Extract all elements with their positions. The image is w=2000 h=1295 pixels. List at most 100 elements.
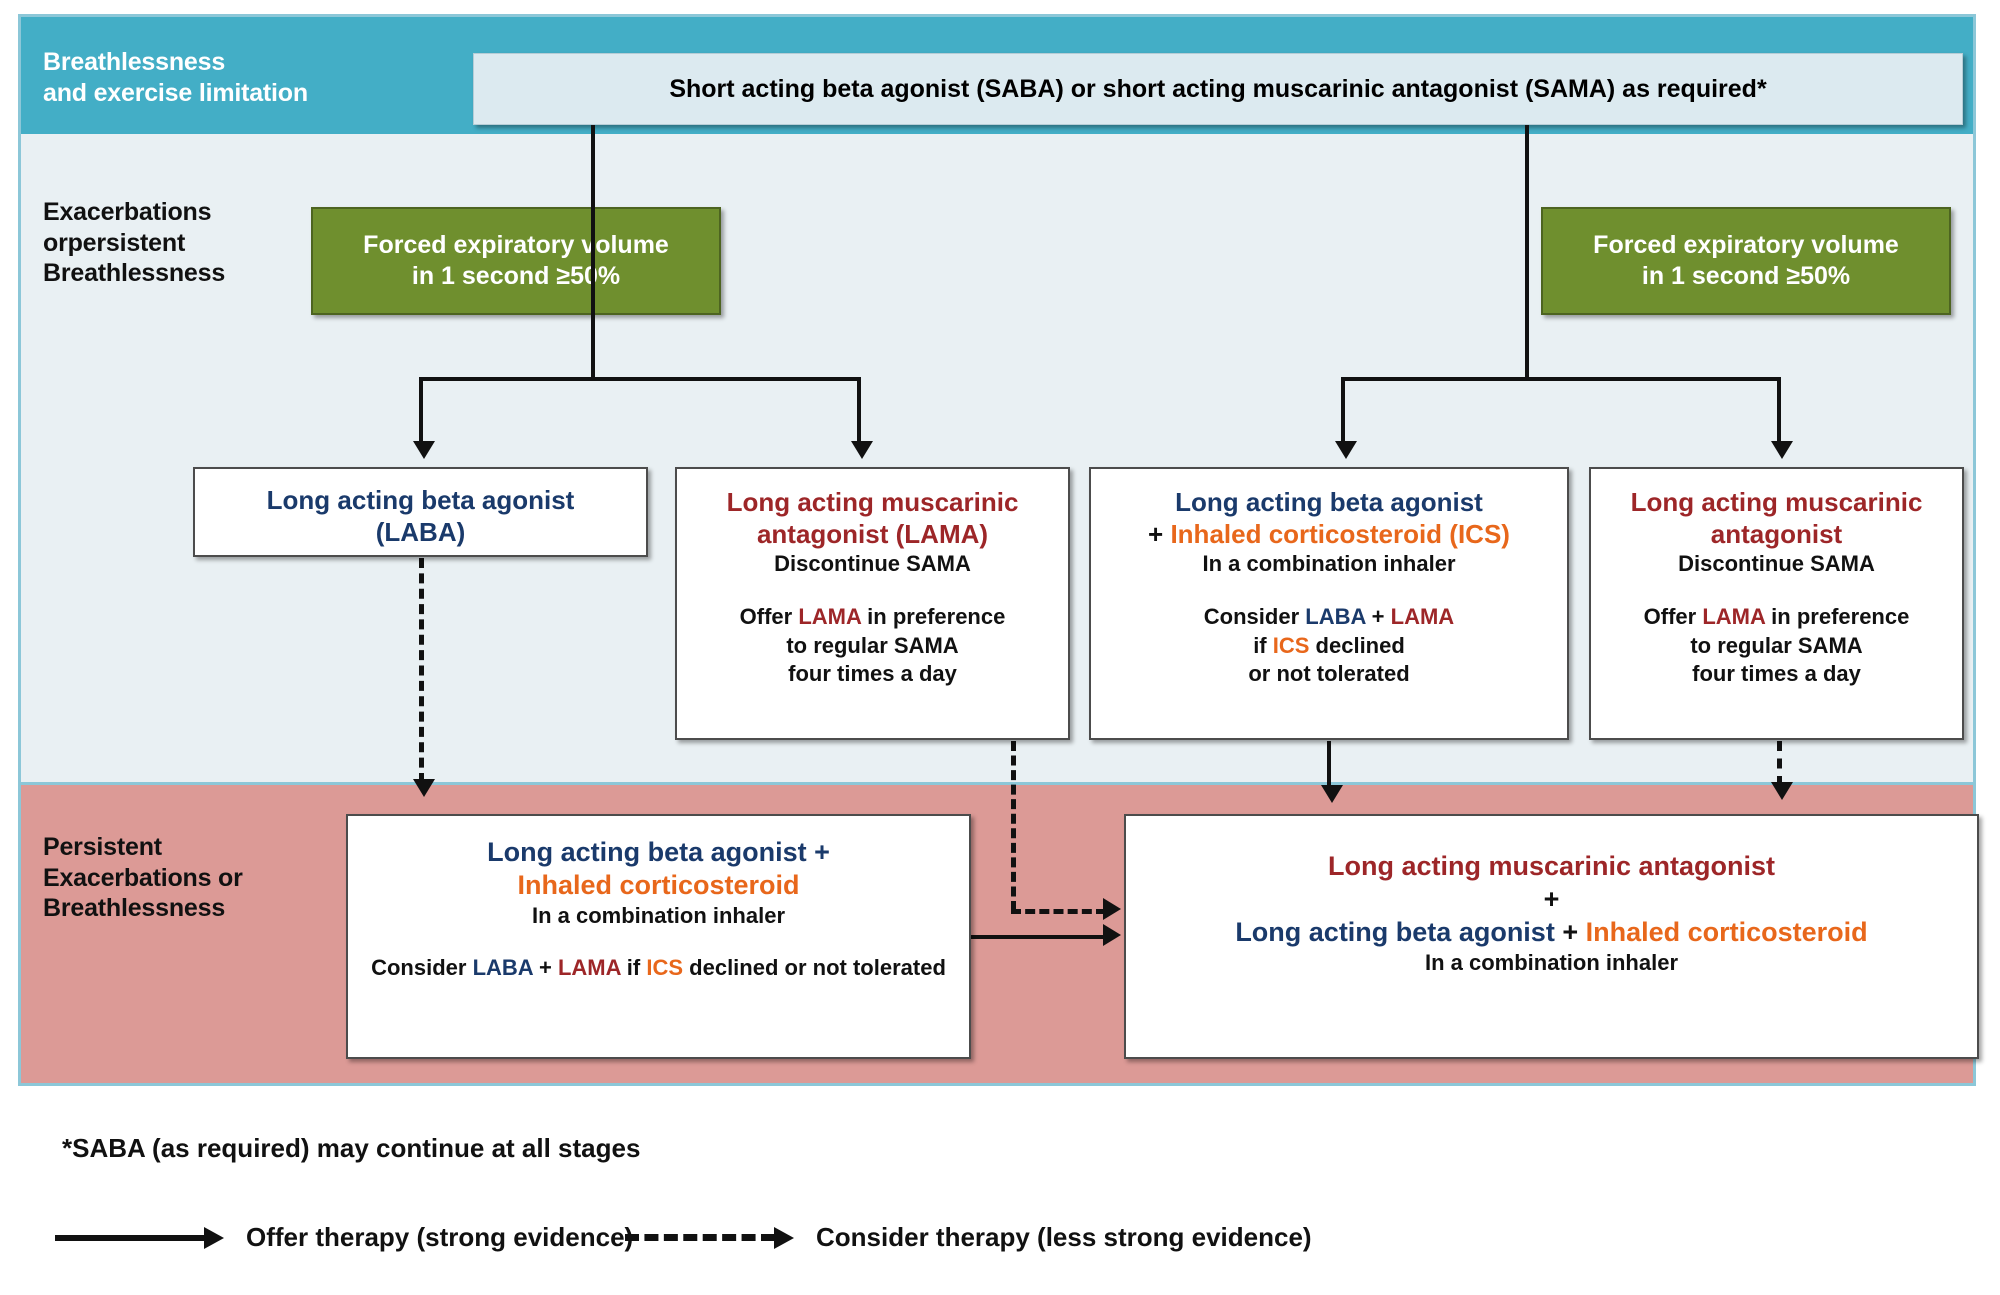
ics-token: Inhaled corticosteroid (1585, 916, 1868, 947)
node-lama2-sub-2: Offer LAMA in preference (1591, 603, 1962, 632)
ics-token: ICS (1272, 632, 1310, 658)
node-lama2-title-line-2: antagonist (1710, 518, 1843, 549)
consider-prefix: Consider (1203, 604, 1306, 630)
connector-to-lama (857, 377, 861, 445)
arrowhead-to-laba-ics (1335, 441, 1357, 459)
node-laba-ics-title-line-2: + Inhaled corticosteroid (ICS) (1091, 519, 1567, 551)
band-label-exacerbations: Exacerbations orpersistent Breathlessnes… (43, 197, 293, 289)
node-laba-ics-consider-line: Consider LABA + LAMA (1091, 603, 1567, 632)
node-laba-ics[interactable]: Long acting beta agonist + Inhaled corti… (1089, 467, 1569, 740)
plus-token: + (1554, 916, 1586, 947)
declined-token: declined or not (683, 955, 847, 981)
connector-lama-dashed-right (1011, 909, 1106, 914)
band-label-line-2: orpersistent (43, 228, 186, 257)
if-token: if (620, 955, 647, 981)
node-lama2-sub-4: four times a day (1692, 661, 1861, 687)
node-saba[interactable]: Short acting beta agonist (SABA) or shor… (473, 53, 1963, 125)
band-label-line-3: Breathlessness (43, 894, 226, 922)
laba-token: LABA (1305, 604, 1366, 630)
node-fev1-left[interactable]: Forced expiratory volume in 1 second ≥50… (311, 207, 721, 315)
legend-item-consider: Consider therapy (less strong evidence) (625, 1222, 1312, 1253)
node-lama2-lama-token: LAMA (1702, 604, 1766, 630)
fev1-left-line-1: Forced expiratory volume (363, 230, 669, 259)
node-lama2-offer-suffix: in preference (1765, 604, 1910, 630)
plus-sign: + (1148, 518, 1171, 549)
arrowhead-lama2-dashed (1771, 782, 1793, 800)
connector-left-split-bar (419, 377, 861, 381)
node-triple-line-3: Long acting beta agonist + Inhaled corti… (1126, 916, 1977, 949)
node-lama-right[interactable]: Long acting muscarinic antagonist Discon… (1589, 467, 1964, 740)
node-triple-therapy[interactable]: Long acting muscarinic antagonist + Long… (1124, 814, 1979, 1059)
connector-lama-dashed-down (1011, 741, 1016, 911)
arrowhead-labaics (1321, 785, 1343, 803)
spacer (677, 579, 1068, 603)
fev1-left-line-2: in 1 second ≥50% (411, 262, 621, 290)
node-laba-ics-title-line-1: Long acting beta agonist (1175, 487, 1483, 517)
band-label-line-1: Breathlessness (43, 48, 226, 76)
band-label-line-1: Exacerbations (43, 198, 212, 226)
node-lama2-sub-3: to regular SAMA (1690, 632, 1863, 658)
node-lama-lama-token: LAMA (798, 604, 862, 630)
band-label-line-1: Persistent (43, 833, 162, 861)
fev1-right-line-2: in 1 second ≥50% (1641, 262, 1851, 290)
lama-token: LAMA (1390, 604, 1455, 630)
node-laba-ics-sub-4: or not tolerated (1248, 661, 1410, 687)
node-lama[interactable]: Long acting muscarinic antagonist (LAMA)… (675, 467, 1070, 740)
node-laba-line-2: (LABA) (375, 516, 466, 547)
node-fev1-right[interactable]: Forced expiratory volume in 1 second ≥50… (1541, 207, 1951, 315)
arrow-head-icon (774, 1226, 794, 1249)
node-laba-ics-bottom-consider: Consider LABA + LAMA if ICS declined or … (348, 954, 969, 983)
spacer (1591, 579, 1962, 603)
legend-consider-label: Consider therapy (less strong evidence) (816, 1222, 1312, 1252)
node-lama-sub-2: Offer LAMA in preference (677, 603, 1068, 632)
connector-to-lama2 (1777, 377, 1781, 445)
connector-to-laba (419, 377, 423, 445)
node-lama2-offer-prefix: Offer (1643, 604, 1703, 630)
node-laba-ics-sub-3: if ICS declined (1091, 632, 1567, 661)
node-laba-ics-bottom-title-1: Long acting beta agonist + (487, 837, 830, 867)
node-lama-title-line-2: antagonist (LAMA) (756, 518, 989, 549)
node-lama-sub-3: to regular SAMA (786, 632, 959, 658)
arrowhead-to-lama (851, 441, 873, 459)
node-laba[interactable]: Long acting beta agonist (LABA) (193, 467, 648, 557)
solid-line-icon (55, 1234, 205, 1241)
node-laba-line-1: Long acting beta agonist (266, 485, 575, 515)
fev1-right-line-1: Forced expiratory volume (1593, 230, 1899, 259)
connector-bottomleft-to-triple (971, 935, 1106, 939)
node-laba-ics-ics-token: Inhaled corticosteroid (ICS) (1170, 518, 1510, 549)
plus-token: + (532, 955, 558, 981)
tolerated-token: tolerated (852, 955, 946, 981)
node-lama-offer-prefix: Offer (739, 604, 799, 630)
laba-token: Long acting beta agonist (1235, 916, 1555, 947)
dashed-line-icon (625, 1234, 775, 1241)
lama-token: LAMA (557, 955, 621, 981)
plus-token: + (1365, 604, 1391, 630)
arrowhead-bottomleft-to-triple (1103, 924, 1121, 946)
connector-lama2-dashed-down (1777, 741, 1782, 786)
band-label-line-3: Breathlessness (43, 259, 226, 287)
connector-saba-right-stem (1525, 125, 1529, 380)
arrowhead-to-lama2 (1771, 441, 1793, 459)
arrowhead-to-laba (413, 441, 435, 459)
node-laba-ics-bottom-sub-1: In a combination inhaler (531, 902, 786, 928)
arrowhead-lama-dashed (1103, 898, 1121, 920)
node-lama-offer-suffix: in preference (861, 604, 1006, 630)
if-prefix: if (1253, 632, 1273, 658)
node-lama2-title-line-1: Long acting muscarinic (1630, 487, 1923, 517)
node-triple-line-1: Long acting muscarinic antagonist (1327, 851, 1776, 881)
laba-token: LABA (472, 955, 533, 981)
band-label-persistent: Persistent Exacerbations or Breathlessne… (43, 832, 293, 924)
node-laba-ics-sub-1: In a combination inhaler (1202, 551, 1456, 577)
node-lama-sub-1: Discontinue SAMA (774, 551, 971, 577)
connector-labaics-down (1327, 741, 1331, 789)
connector-right-split-bar (1341, 377, 1781, 381)
node-triple-sub-1: In a combination inhaler (1424, 949, 1679, 975)
arrow-head-icon (204, 1226, 224, 1249)
node-laba-ics-bottom[interactable]: Long acting beta agonist + Inhaled corti… (346, 814, 971, 1059)
node-lama-sub-4: four times a day (788, 661, 957, 687)
connector-to-laba-ics (1341, 377, 1345, 445)
declined-suffix: declined (1309, 632, 1405, 658)
spacer (1091, 579, 1567, 603)
spacer (348, 930, 969, 954)
node-laba-ics-bottom-title-2: Inhaled corticosteroid (517, 869, 800, 900)
